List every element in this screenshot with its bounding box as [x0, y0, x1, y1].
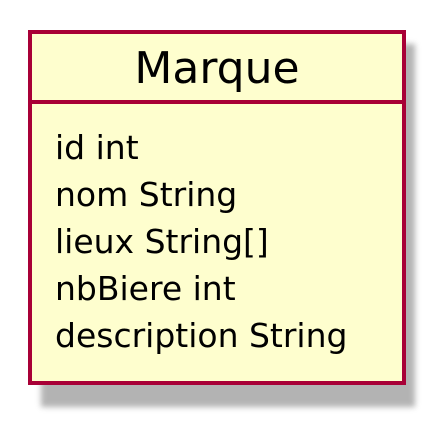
class-box-marque: Marque id int nom String lieux String[] …: [28, 30, 406, 385]
class-name-header: Marque: [32, 34, 402, 104]
attribute-id: id int: [55, 128, 139, 167]
attribute-nom: nom String: [55, 175, 238, 214]
attributes-compartment: id int nom String lieux String[] nbBiere…: [32, 104, 402, 359]
attribute-description: description String: [55, 316, 348, 355]
attribute-lieux: lieux String[]: [55, 222, 269, 261]
attribute-nbbiere: nbBiere int: [55, 269, 236, 308]
